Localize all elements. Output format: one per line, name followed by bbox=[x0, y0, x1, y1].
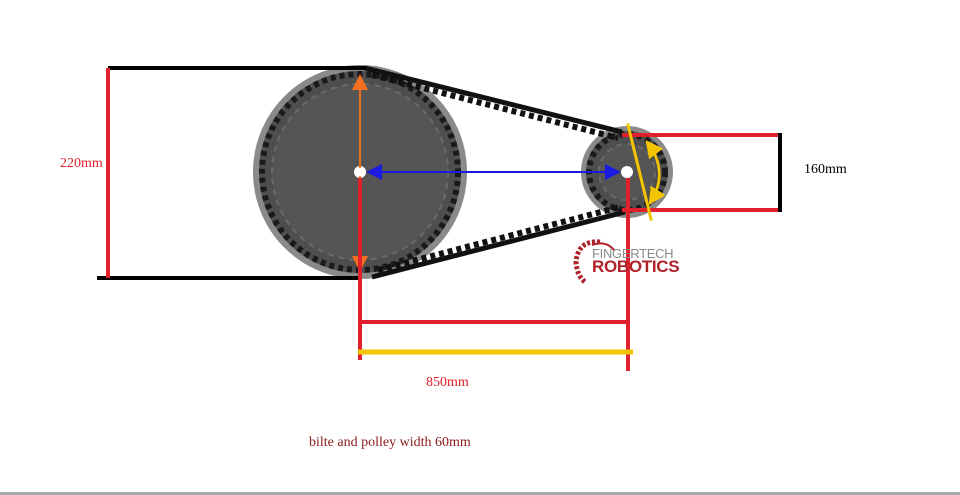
timing-belt bbox=[364, 65, 626, 280]
center-distance-label: 850mm bbox=[426, 375, 469, 390]
large-pulley-hub bbox=[354, 166, 366, 178]
center-distance-dimension bbox=[358, 178, 633, 371]
large-diameter-label: 220mm bbox=[60, 156, 103, 171]
logo-line1: FINGERTECH bbox=[592, 246, 674, 261]
bottom-divider bbox=[0, 492, 960, 495]
fingertech-robotics-logo: FINGERTECH ROBOTICS bbox=[566, 232, 686, 282]
width-note: bilte and polley width 60mm bbox=[309, 435, 471, 450]
small-diameter-label: 160mm bbox=[804, 162, 847, 177]
logo-gear-icon bbox=[573, 239, 615, 284]
large-diameter-dimension bbox=[97, 66, 366, 280]
logo-line2: ROBOTICS bbox=[592, 257, 680, 276]
large-pulley bbox=[253, 65, 467, 279]
small-pulley-hub bbox=[621, 166, 633, 178]
wrap-angle-marker bbox=[626, 123, 666, 222]
